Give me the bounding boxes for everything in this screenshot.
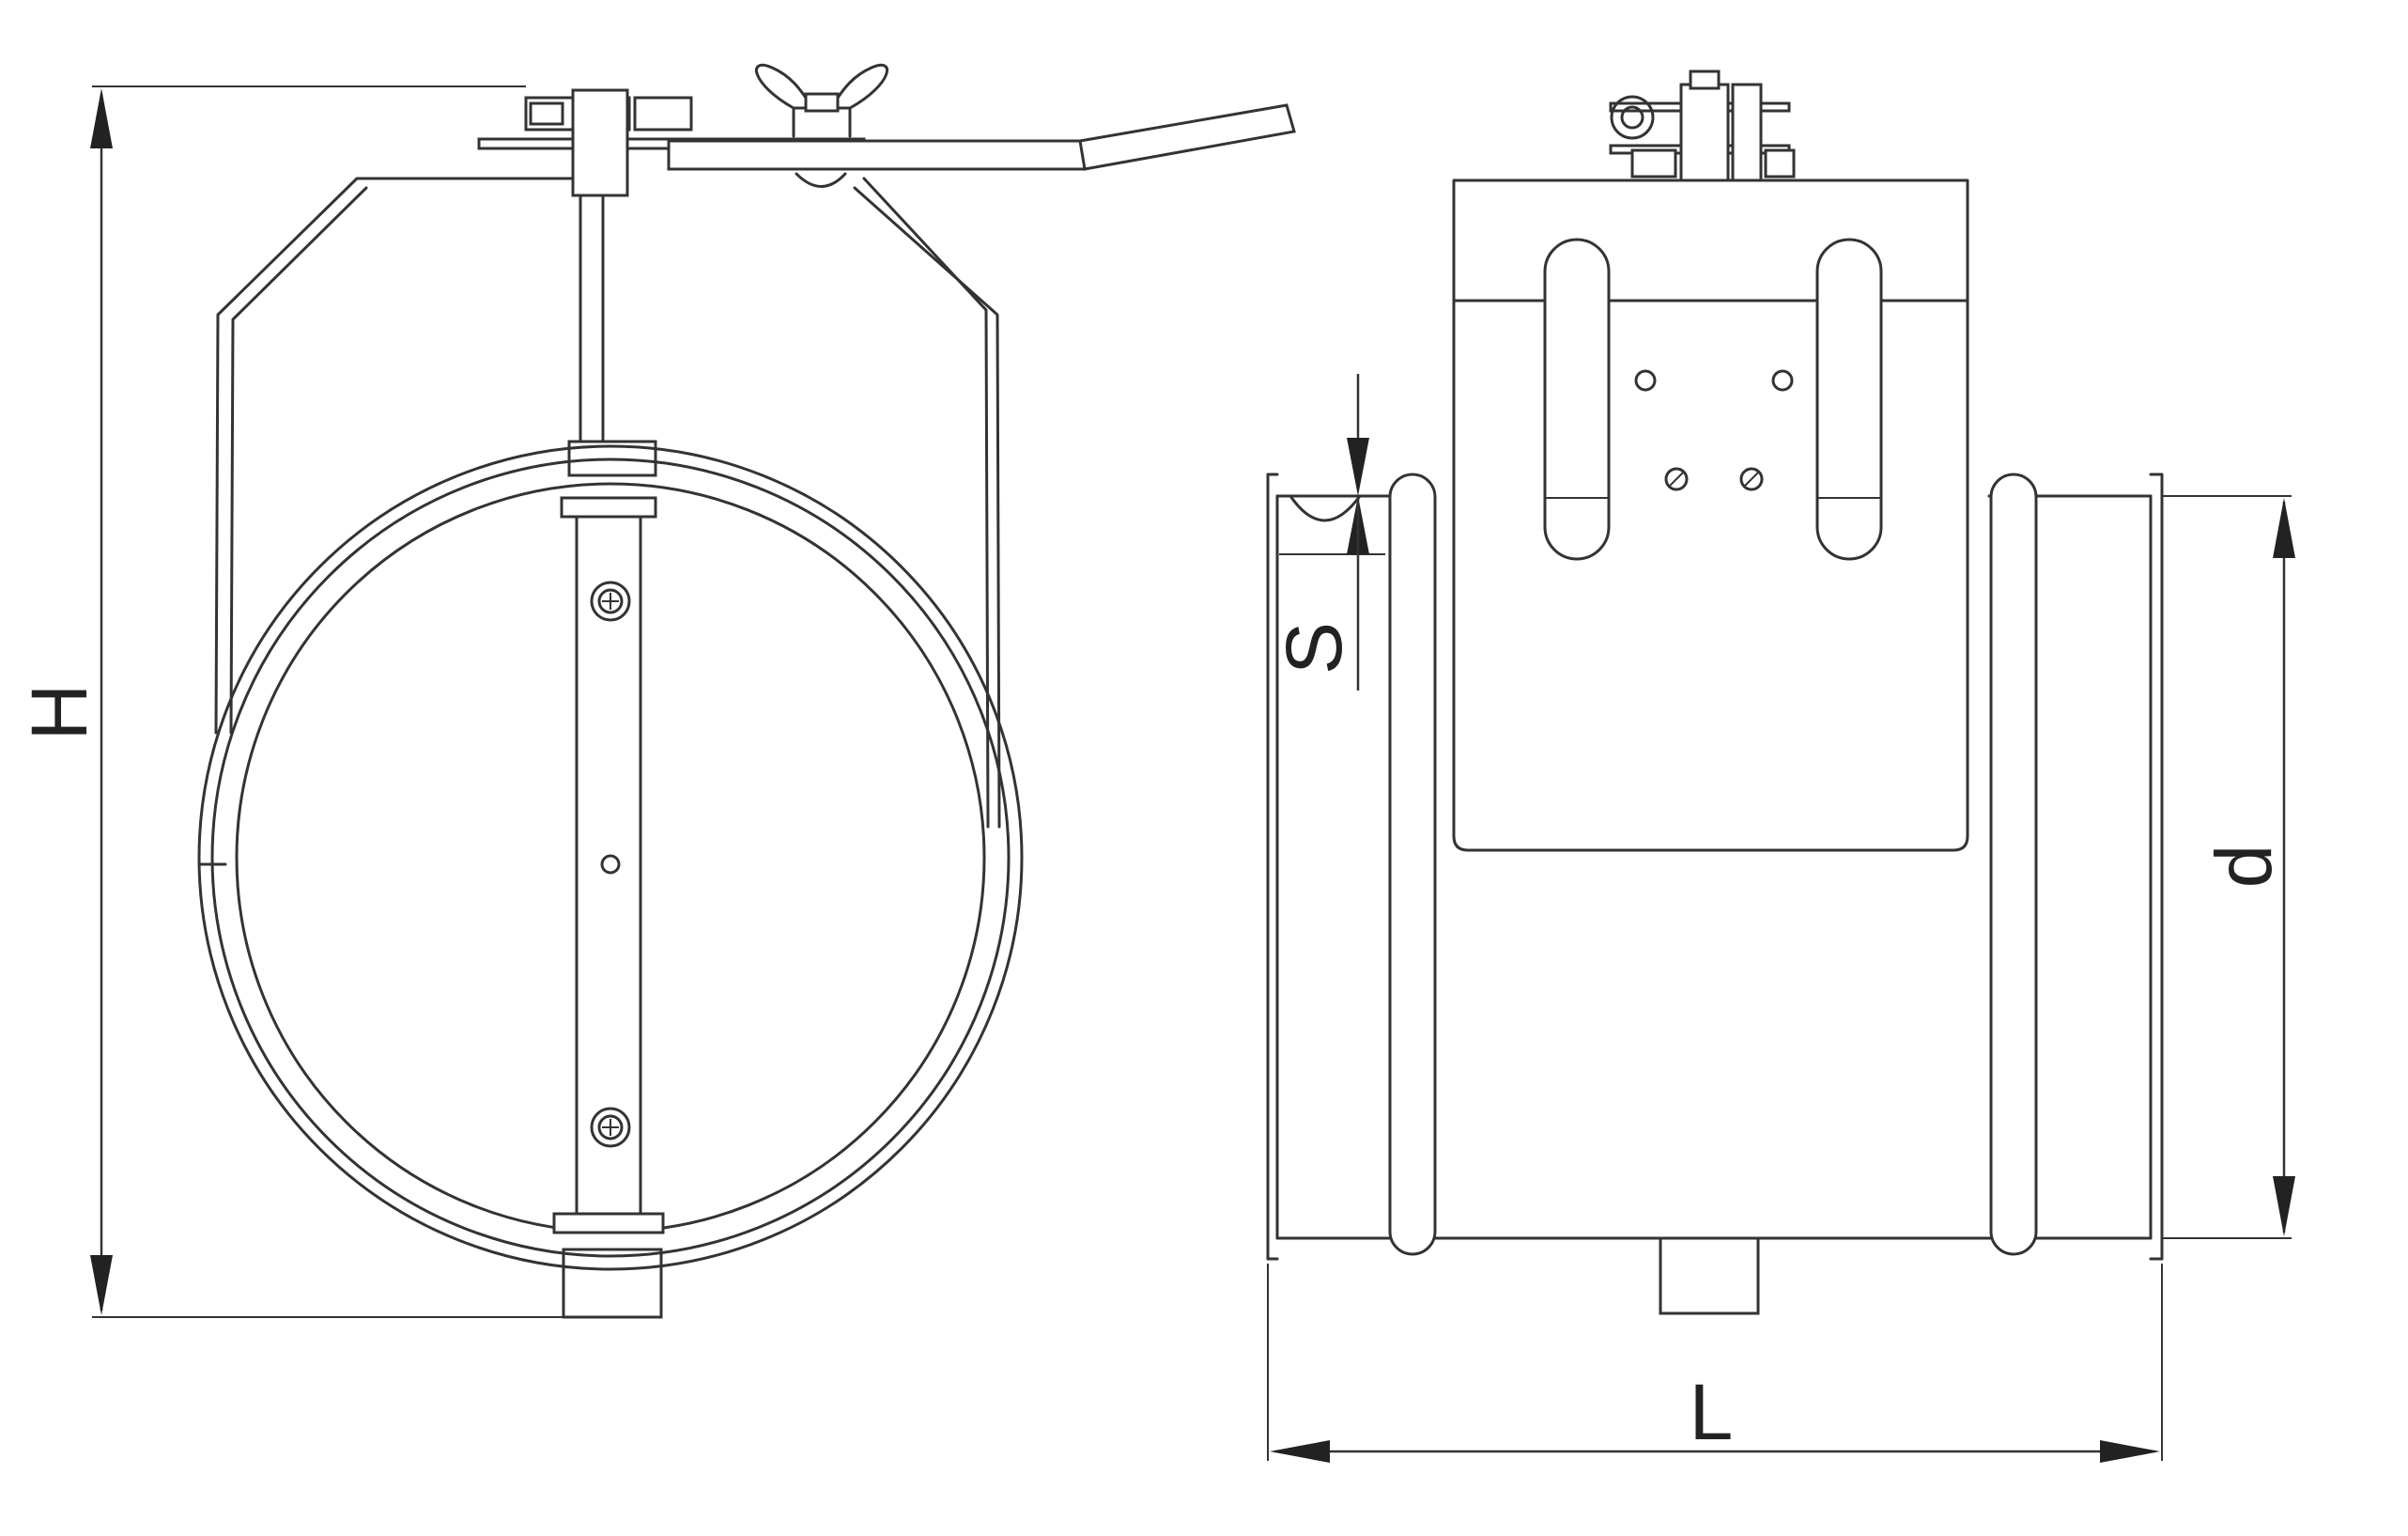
- diameter-dimension: d: [2162, 495, 2295, 1239]
- side-mechanism: [1609, 70, 1796, 182]
- height-dimension: H: [15, 85, 573, 1318]
- blade-bar: [552, 496, 665, 1234]
- gap-dimension: S: [1270, 374, 1385, 690]
- slot-right: [1815, 238, 1883, 561]
- screw-bottom: [590, 1107, 631, 1148]
- mounting-holes: [1634, 369, 1794, 491]
- rib-left: [1388, 473, 1437, 1256]
- length-dimension: L: [1267, 1264, 2163, 1463]
- gap-label: S: [1270, 622, 1358, 675]
- front-view: H: [15, 63, 1296, 1319]
- diameter-label: d: [2200, 845, 2288, 889]
- gasket-bead: [1289, 494, 1362, 522]
- height-label: H: [15, 684, 103, 741]
- slot-left: [1543, 238, 1611, 561]
- center-hole: [600, 854, 621, 875]
- rib-right: [1989, 473, 2038, 1256]
- housing-outline: [214, 177, 1001, 829]
- bottom-stub: [1659, 1236, 1760, 1315]
- side-view: S d L: [1266, 70, 2295, 1463]
- length-label: L: [1690, 1368, 1734, 1456]
- screw-top: [590, 581, 631, 622]
- actuator-housing: [1452, 178, 1969, 852]
- top-mechanism: [477, 63, 1296, 197]
